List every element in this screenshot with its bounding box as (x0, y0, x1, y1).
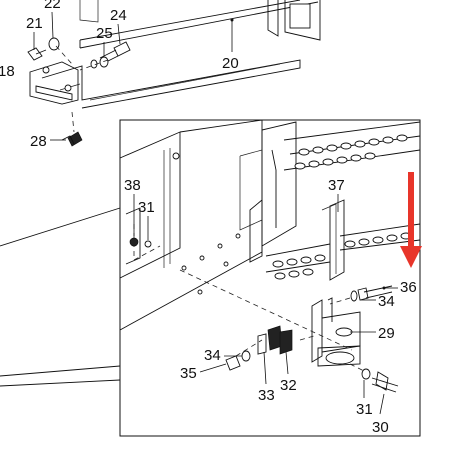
upper-rail-slots (294, 134, 408, 170)
callout-31-lower: 31 (356, 401, 373, 418)
red-down-arrow-icon (400, 172, 422, 268)
callout-30: 30 (372, 419, 389, 436)
callout-35: 35 (180, 365, 197, 382)
callout-21: 21 (26, 15, 43, 32)
callout-33: 33 (258, 387, 275, 404)
callout-20: 20 (222, 55, 239, 72)
upper-callouts: 21 22 24 25 20 18 28 (0, 0, 239, 150)
lower-rail-slots (272, 232, 412, 280)
detail-view-box (119, 119, 421, 437)
callout-22: 22 (44, 0, 61, 12)
callout-28: 28 (30, 133, 47, 150)
callout-36: 36 (400, 279, 417, 296)
callout-31-upper: 31 (138, 199, 155, 216)
callout-18: 18 (0, 63, 15, 80)
callout-24: 24 (110, 7, 127, 24)
upper-bracket-assembly (27, 0, 321, 147)
callout-29: 29 (378, 325, 395, 342)
detail-callouts: 38 31 37 36 34 29 34 35 33 32 31 30 (124, 177, 417, 436)
callout-34-right: 34 (378, 293, 395, 310)
left-body-outline (0, 207, 121, 387)
callout-37: 37 (328, 177, 345, 194)
callout-38: 38 (124, 177, 141, 194)
callout-25: 25 (96, 25, 113, 42)
callout-32: 32 (280, 377, 297, 394)
callout-34-left: 34 (204, 347, 221, 364)
